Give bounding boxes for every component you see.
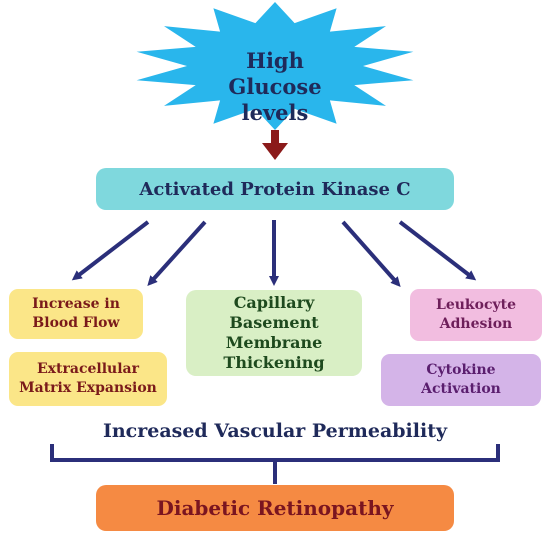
blood-flow-box: Increase in Blood Flow <box>9 289 143 339</box>
capillary-thickening-box: Capillary Basement Membrane Thickening <box>186 290 362 376</box>
diabetic-retinopathy-box: Diabetic Retinopathy <box>96 485 454 531</box>
arrow-to-leukocyte <box>398 220 477 281</box>
starburst-shape <box>136 2 414 130</box>
leukocyte-adhesion-box: Leukocyte Adhesion <box>410 289 542 341</box>
vascular-permeability-label: Increased Vascular Permeability <box>102 420 448 442</box>
high-glucose-label: High Glucose levels <box>228 48 322 125</box>
arrow-to-ecm-side <box>147 220 207 286</box>
convergence-bracket <box>50 444 500 484</box>
down-arrow-red <box>262 130 288 160</box>
matrix-expansion-box: Extracellular Matrix Expansion <box>9 352 167 406</box>
protein-kinase-c-box: Activated Protein Kinase C <box>96 168 454 210</box>
arrow-to-blood-flow <box>71 220 150 281</box>
arrow-to-cytokine-side <box>341 220 401 287</box>
cytokine-activation-box: Cytokine Activation <box>381 354 541 406</box>
pathway-arrows <box>71 220 477 287</box>
